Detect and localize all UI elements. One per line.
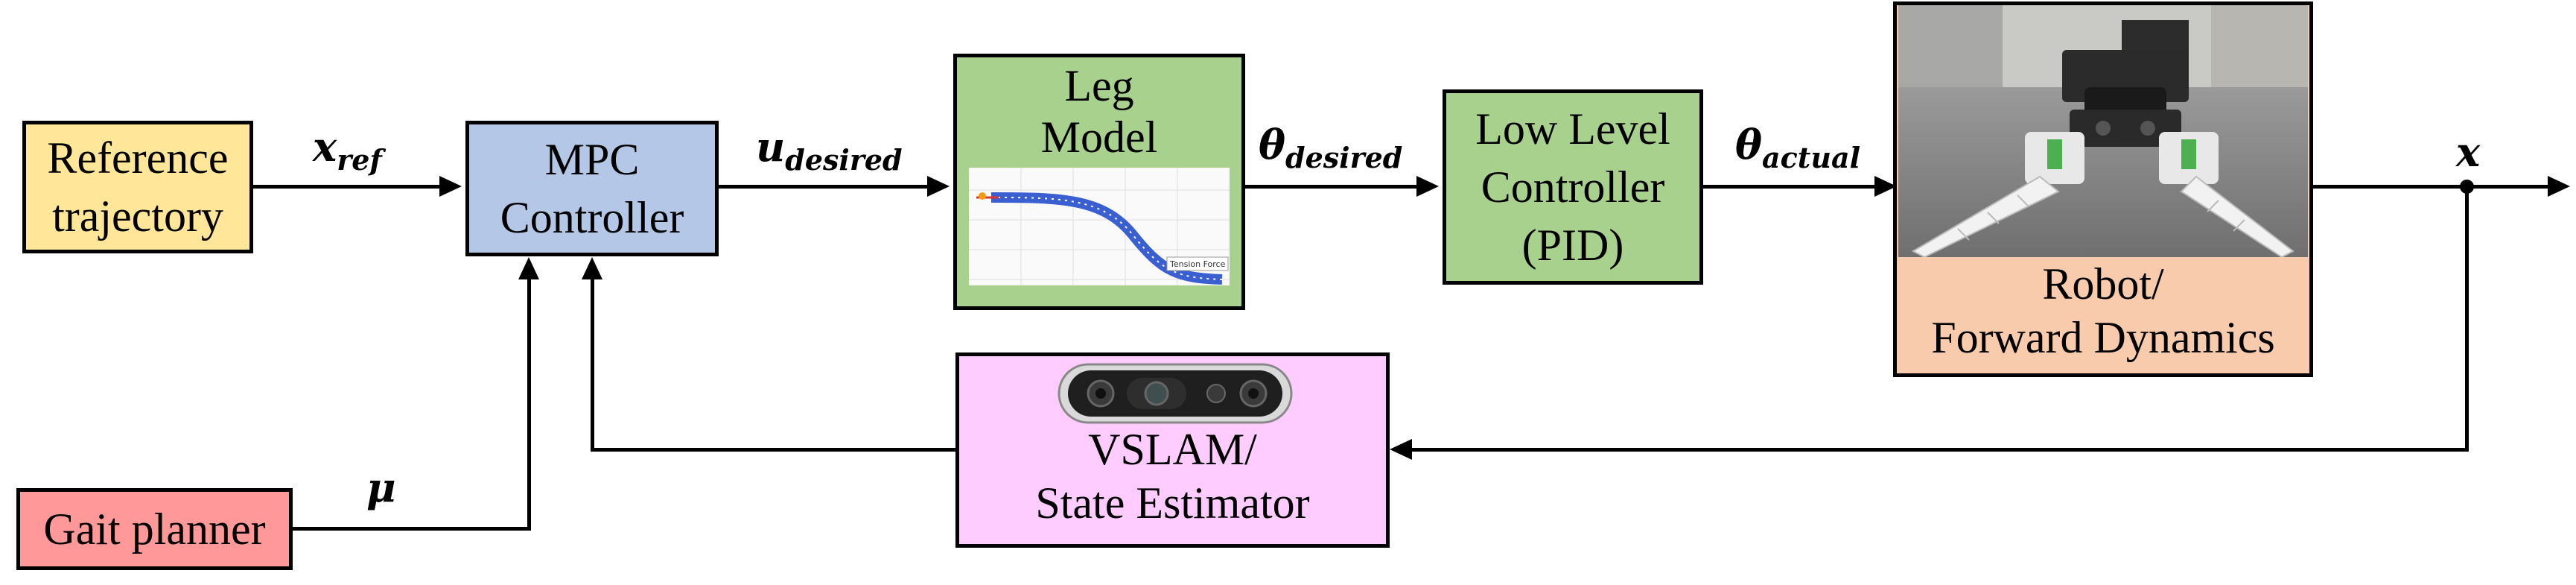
line-leg-to-low — [1245, 185, 1416, 189]
robot-photo — [1898, 5, 2308, 257]
junction-dot — [2460, 180, 2474, 194]
mpc-label-2: Controller — [500, 193, 684, 242]
reference-label-2: trajectory — [52, 192, 223, 241]
vslam-label-1: VSLAM/ — [1088, 425, 1257, 474]
signal-x-ref: xref — [313, 123, 382, 177]
line-robot-output — [2313, 185, 2548, 189]
line-low-to-robot — [1703, 185, 1874, 189]
line-gait-to-mpc-v — [527, 279, 531, 531]
leg-model-plot: Tension Force — [969, 168, 1230, 285]
camera-icon — [1058, 363, 1293, 424]
mpc-controller-block: MPC Controller — [465, 121, 719, 256]
line-feedback-to-vslam — [1411, 448, 2469, 452]
leg-model-block: Leg Model Tension Force — [953, 54, 1245, 310]
leg-inset-legend — [1166, 256, 1229, 271]
gait-planner-block: Gait planner — [16, 488, 293, 570]
mpc-label-1: MPC — [544, 135, 640, 184]
signal-x: x — [2456, 128, 2481, 176]
signal-theta-actual: θactual — [1735, 121, 1861, 174]
line-mpc-to-leg — [719, 185, 927, 189]
signal-u-desired: udesired — [756, 123, 903, 177]
robot-label-1: Robot/ — [2042, 259, 2164, 309]
reference-label-1: Reference — [47, 133, 229, 183]
line-feedback-down — [2465, 185, 2469, 452]
arrowhead-vslam-input — [1390, 439, 1412, 460]
line-vslam-to-mpc-v — [591, 279, 594, 452]
signal-mu: μ — [366, 464, 396, 511]
line-gait-to-mpc-h — [293, 527, 531, 531]
leg-label-1: Leg — [1064, 61, 1134, 110]
arrowhead-low-input — [1416, 176, 1439, 197]
gait-label: Gait planner — [43, 505, 266, 554]
leg-label-2: Model — [1040, 113, 1158, 162]
vslam-label-2: State Estimator — [1035, 478, 1310, 528]
low-label-1: Low Level — [1475, 104, 1670, 154]
low-label-3: (PID) — [1521, 221, 1624, 270]
arrowhead-mpc-gait — [518, 257, 539, 279]
leg-inset-text: Tension Force — [1169, 259, 1226, 269]
reference-trajectory-block: Reference trajectory — [22, 121, 253, 253]
line-vslam-to-mpc-h — [591, 448, 955, 452]
arrowhead-output — [2548, 176, 2570, 197]
line-ref-to-mpc — [253, 185, 439, 189]
robot-forward-dynamics-block: Robot/ Forward Dynamics — [1893, 1, 2313, 377]
vslam-state-estimator-block: VSLAM/ State Estimator — [955, 352, 1390, 548]
arrowhead-mpc-feedback — [582, 257, 602, 279]
robot-label-2: Forward Dynamics — [1931, 313, 2275, 362]
low-label-2: Controller — [1481, 162, 1665, 212]
arrowhead-mpc-input — [439, 176, 462, 197]
signal-theta-desired: θdesired — [1259, 121, 1403, 174]
arrowhead-leg-input — [927, 176, 950, 197]
low-level-controller-block: Low Level Controller (PID) — [1443, 89, 1703, 285]
